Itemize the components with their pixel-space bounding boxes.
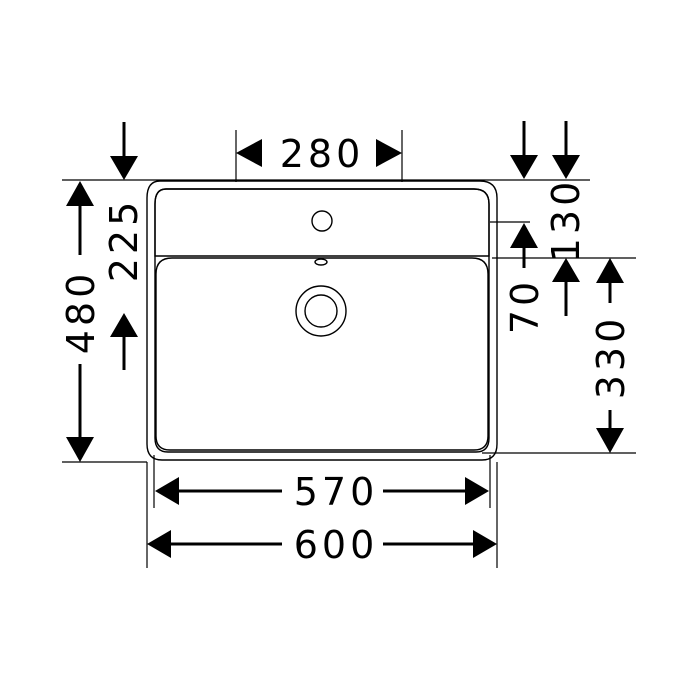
basin-outer-edge <box>146 180 498 461</box>
dimension-label-70: 70 <box>503 278 547 334</box>
dimension-600: 600 <box>147 523 497 567</box>
arrow-right <box>473 530 497 558</box>
dimension-480: 480 <box>59 181 103 462</box>
arrow-right <box>376 139 402 167</box>
arrow-down-left <box>510 155 538 179</box>
basin-bowl <box>155 257 489 451</box>
basin-inner-rim <box>154 188 490 453</box>
arrow-down <box>110 156 138 180</box>
arrow-up <box>510 223 538 248</box>
dimension-label-570: 570 <box>294 470 379 514</box>
overflow-slot <box>314 258 328 266</box>
basin-outline <box>146 180 498 461</box>
arrow-up <box>596 258 624 283</box>
dimension-330: 330 <box>589 258 633 453</box>
dimension-label-600: 600 <box>294 523 379 567</box>
arrow-down <box>66 437 94 462</box>
dimension-label-480: 480 <box>59 270 103 355</box>
arrow-right <box>465 477 489 505</box>
dimension-280: 280 <box>236 132 402 176</box>
arrow-down <box>596 428 624 453</box>
drain-inner <box>304 294 338 328</box>
arrow-left <box>155 477 179 505</box>
dimension-label-225: 225 <box>102 198 146 283</box>
extension-lines <box>62 130 636 568</box>
dimension-label-330: 330 <box>589 315 633 400</box>
dimension-570: 570 <box>155 470 489 514</box>
drain-outer <box>295 285 347 337</box>
arrow-left <box>236 139 262 167</box>
tap-hole <box>311 210 333 232</box>
dimension-70: 70 <box>503 223 547 334</box>
dimension-label-280: 280 <box>280 132 365 176</box>
arrow-down-right <box>552 155 580 179</box>
arrow-up <box>110 313 138 337</box>
arrow-up <box>552 258 580 282</box>
tap-deck <box>154 188 490 257</box>
dimension-130: 130 <box>510 121 588 316</box>
arrow-left <box>147 530 171 558</box>
arrow-up <box>66 181 94 206</box>
dimension-225: 225 <box>102 122 146 370</box>
dimension-label-130: 130 <box>544 178 588 263</box>
